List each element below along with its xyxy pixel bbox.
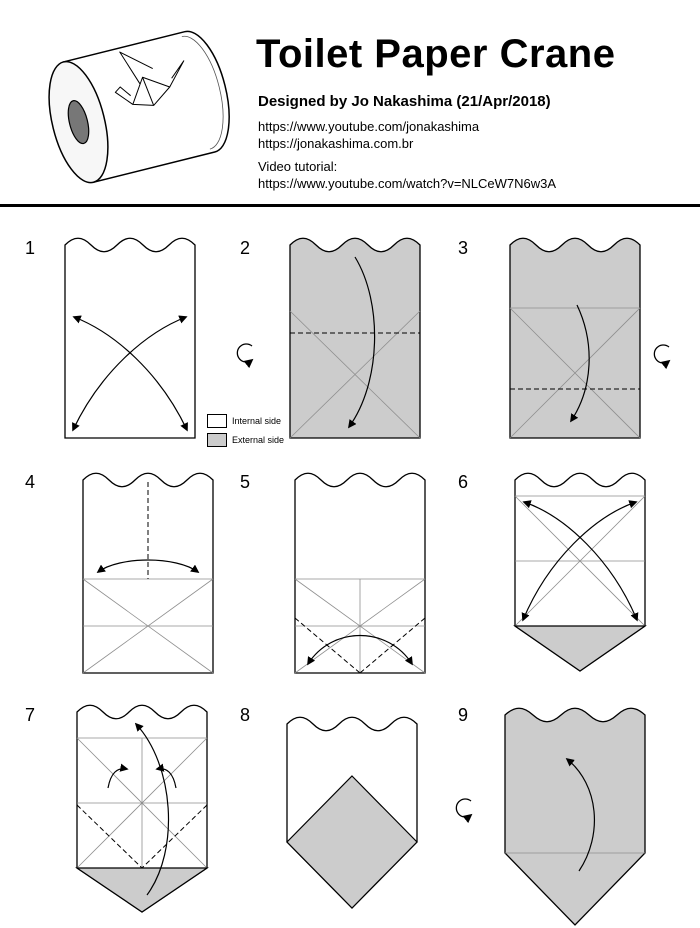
- step-9-diagram: [504, 707, 646, 926]
- small-lift-arrow: [107, 763, 129, 789]
- video-tutorial-label: Video tutorial:: [258, 159, 338, 174]
- crane-drawing: [114, 51, 185, 106]
- valley-fold-line: [294, 617, 426, 674]
- step-8-number: 8: [240, 705, 251, 725]
- internal-side-swatch: [207, 414, 227, 428]
- folded-diamond: [286, 775, 418, 909]
- fold-unfold-arrow: [96, 559, 200, 573]
- fold-unfold-arrow: [72, 315, 188, 432]
- fold-up-arrow: [565, 757, 596, 872]
- small-lift-arrow: [155, 763, 177, 789]
- step-5-diagram: [294, 472, 426, 674]
- fold-down-arrow: [348, 256, 376, 429]
- folded-tip: [513, 625, 647, 672]
- step-9-number: 9: [458, 705, 469, 725]
- step-2-diagram: [289, 237, 421, 439]
- fold-unfold-arrow: [521, 500, 638, 622]
- legend-internal: Internal side: [207, 414, 284, 428]
- external-side-swatch: [207, 433, 227, 447]
- step-1-diagram: [64, 237, 196, 439]
- fold-unfold-arrow: [307, 635, 413, 666]
- step-3-number: 3: [458, 238, 469, 258]
- external-side-label: External side: [232, 435, 285, 445]
- step-4-diagram: [82, 472, 214, 674]
- valley-fold-line: [76, 804, 208, 869]
- step-6-diagram: [513, 472, 647, 672]
- folded-tip: [75, 867, 209, 913]
- website-link[interactable]: https://jonakashima.com.br: [258, 136, 414, 151]
- step-5-number: 5: [240, 472, 251, 492]
- step-3-diagram: [509, 237, 641, 439]
- turn-over-icon: [653, 344, 671, 370]
- header-divider: [0, 204, 700, 207]
- petal-fold-arrow: [134, 722, 170, 896]
- video-tutorial-link[interactable]: https://www.youtube.com/watch?v=NLCeW7N6…: [258, 176, 557, 191]
- legend-external: External side: [207, 433, 284, 447]
- side-legend: Internal side External side: [207, 414, 284, 452]
- step-7-diagram: [75, 704, 209, 913]
- internal-side-label: Internal side: [232, 416, 282, 426]
- step-8-diagram: [286, 716, 418, 909]
- step-1-number: 1: [25, 238, 36, 258]
- step-7-number: 7: [25, 705, 36, 725]
- step-4-number: 4: [25, 472, 36, 492]
- designed-by: Designed by Jo Nakashima (21/Apr/2018): [258, 93, 551, 110]
- fold-down-arrow: [570, 304, 590, 423]
- toilet-roll-illustration: [48, 30, 230, 184]
- turn-over-icon: [236, 343, 254, 369]
- step-6-number: 6: [458, 472, 469, 492]
- step-2-number: 2: [240, 238, 251, 258]
- turn-over-icon: [455, 798, 473, 824]
- youtube-channel-link[interactable]: https://www.youtube.com/jonakashima: [258, 119, 480, 134]
- page-title: Toilet Paper Crane: [256, 32, 616, 76]
